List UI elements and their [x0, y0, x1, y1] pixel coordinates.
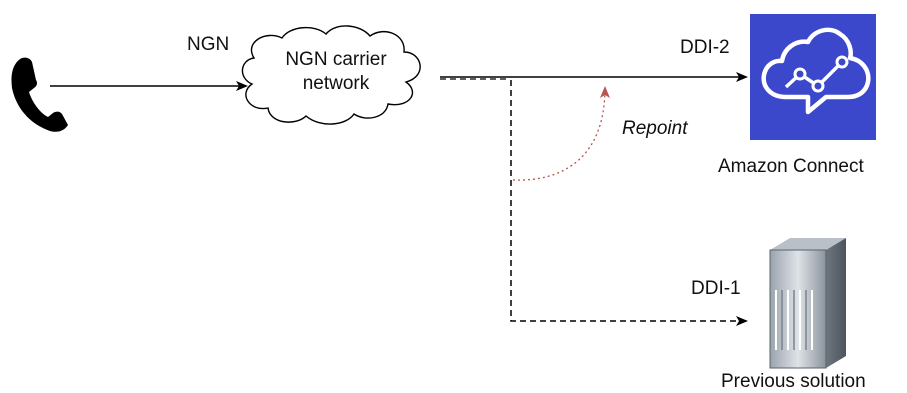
ddi1-label: DDI-1	[691, 278, 741, 299]
server-icon	[769, 238, 846, 369]
amazon-connect-icon	[750, 14, 876, 140]
cloud-label-line1: NGN carrier	[285, 49, 387, 70]
phone-icon	[11, 57, 68, 132]
cloud-shape	[241, 25, 421, 125]
repoint-arrow	[512, 86, 610, 181]
cloud-label-line2: network	[302, 73, 370, 94]
repoint-label: Repoint	[622, 118, 688, 139]
cloud-label: NGN carrier network	[266, 48, 406, 96]
amazon-connect-label: Amazon Connect	[718, 156, 864, 177]
ddi2-label: DDI-2	[680, 37, 730, 58]
dashed-to-previous-arrow	[510, 80, 748, 326]
ngn-label: NGN	[187, 34, 230, 55]
previous-solution-label: Previous solution	[721, 371, 866, 392]
